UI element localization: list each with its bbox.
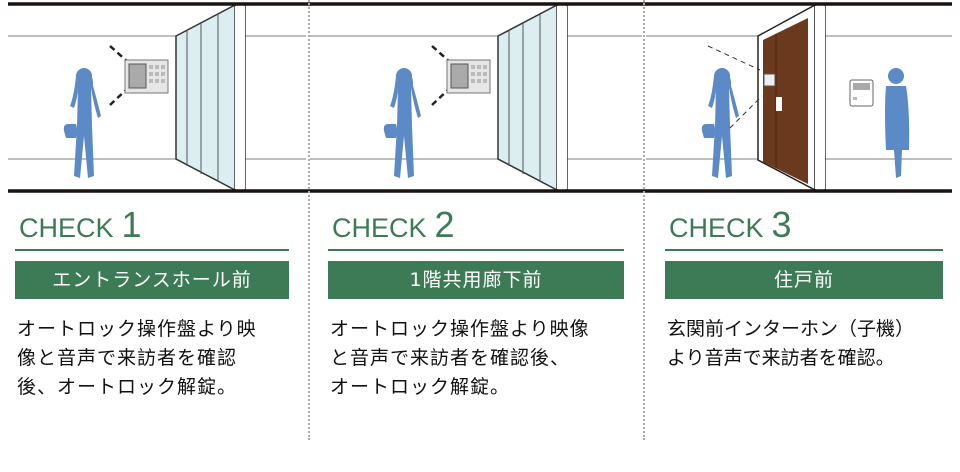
keypad-icon — [431, 45, 491, 106]
description-line: と音声で来訪者を確認後、 — [330, 347, 571, 369]
person-icon — [63, 68, 101, 178]
check-number: 3 — [771, 204, 792, 245]
description: 玄関前インターホン（子機） より音声で来訪者を確認。 — [665, 315, 943, 373]
check-label: CHECK — [19, 213, 114, 243]
resident-icon — [885, 68, 910, 178]
description-line: 玄関前インターホン（子機） — [667, 318, 915, 340]
scene-entrance-hall — [8, 3, 306, 192]
scene-first-floor-corridor — [310, 3, 642, 192]
location-bar: 住戸前 — [665, 261, 943, 299]
location-bar: 1階共用廊下前 — [328, 261, 624, 299]
glass-door-icon — [175, 3, 246, 192]
heading-rule — [15, 249, 289, 251]
glass-door-icon — [497, 3, 568, 192]
description-line: オートロック解錠。 — [330, 376, 511, 398]
person-icon — [701, 68, 739, 178]
description: オートロック操作盤より映 像と音声で来訪者を確認 後、オートロック解錠。 — [15, 315, 289, 402]
description-line: オートロック操作盤より映 — [17, 318, 257, 340]
person-icon — [383, 68, 421, 178]
description-line: 後、オートロック解錠。 — [17, 376, 238, 398]
scene-unit-entrance — [646, 3, 952, 192]
divider — [308, 0, 310, 440]
description: オートロック操作盤より映像 と音声で来訪者を確認後、 オートロック解錠。 — [328, 315, 624, 402]
description-line: 像と音声で来訪者を確認 — [17, 347, 238, 369]
illustration — [8, 2, 952, 193]
description-line: オートロック操作盤より映像 — [330, 318, 590, 340]
heading-rule — [665, 249, 943, 251]
check-number: 1 — [121, 204, 142, 245]
check-number: 2 — [434, 204, 455, 245]
divider — [643, 0, 645, 440]
location-bar: エントランスホール前 — [15, 261, 289, 299]
keypad-icon — [109, 45, 169, 106]
description-line: より音声で来訪者を確認。 — [667, 347, 895, 369]
check-label: CHECK — [669, 213, 764, 243]
intercom-icon — [849, 79, 874, 107]
heading-rule — [328, 249, 624, 251]
check-label: CHECK — [332, 213, 427, 243]
